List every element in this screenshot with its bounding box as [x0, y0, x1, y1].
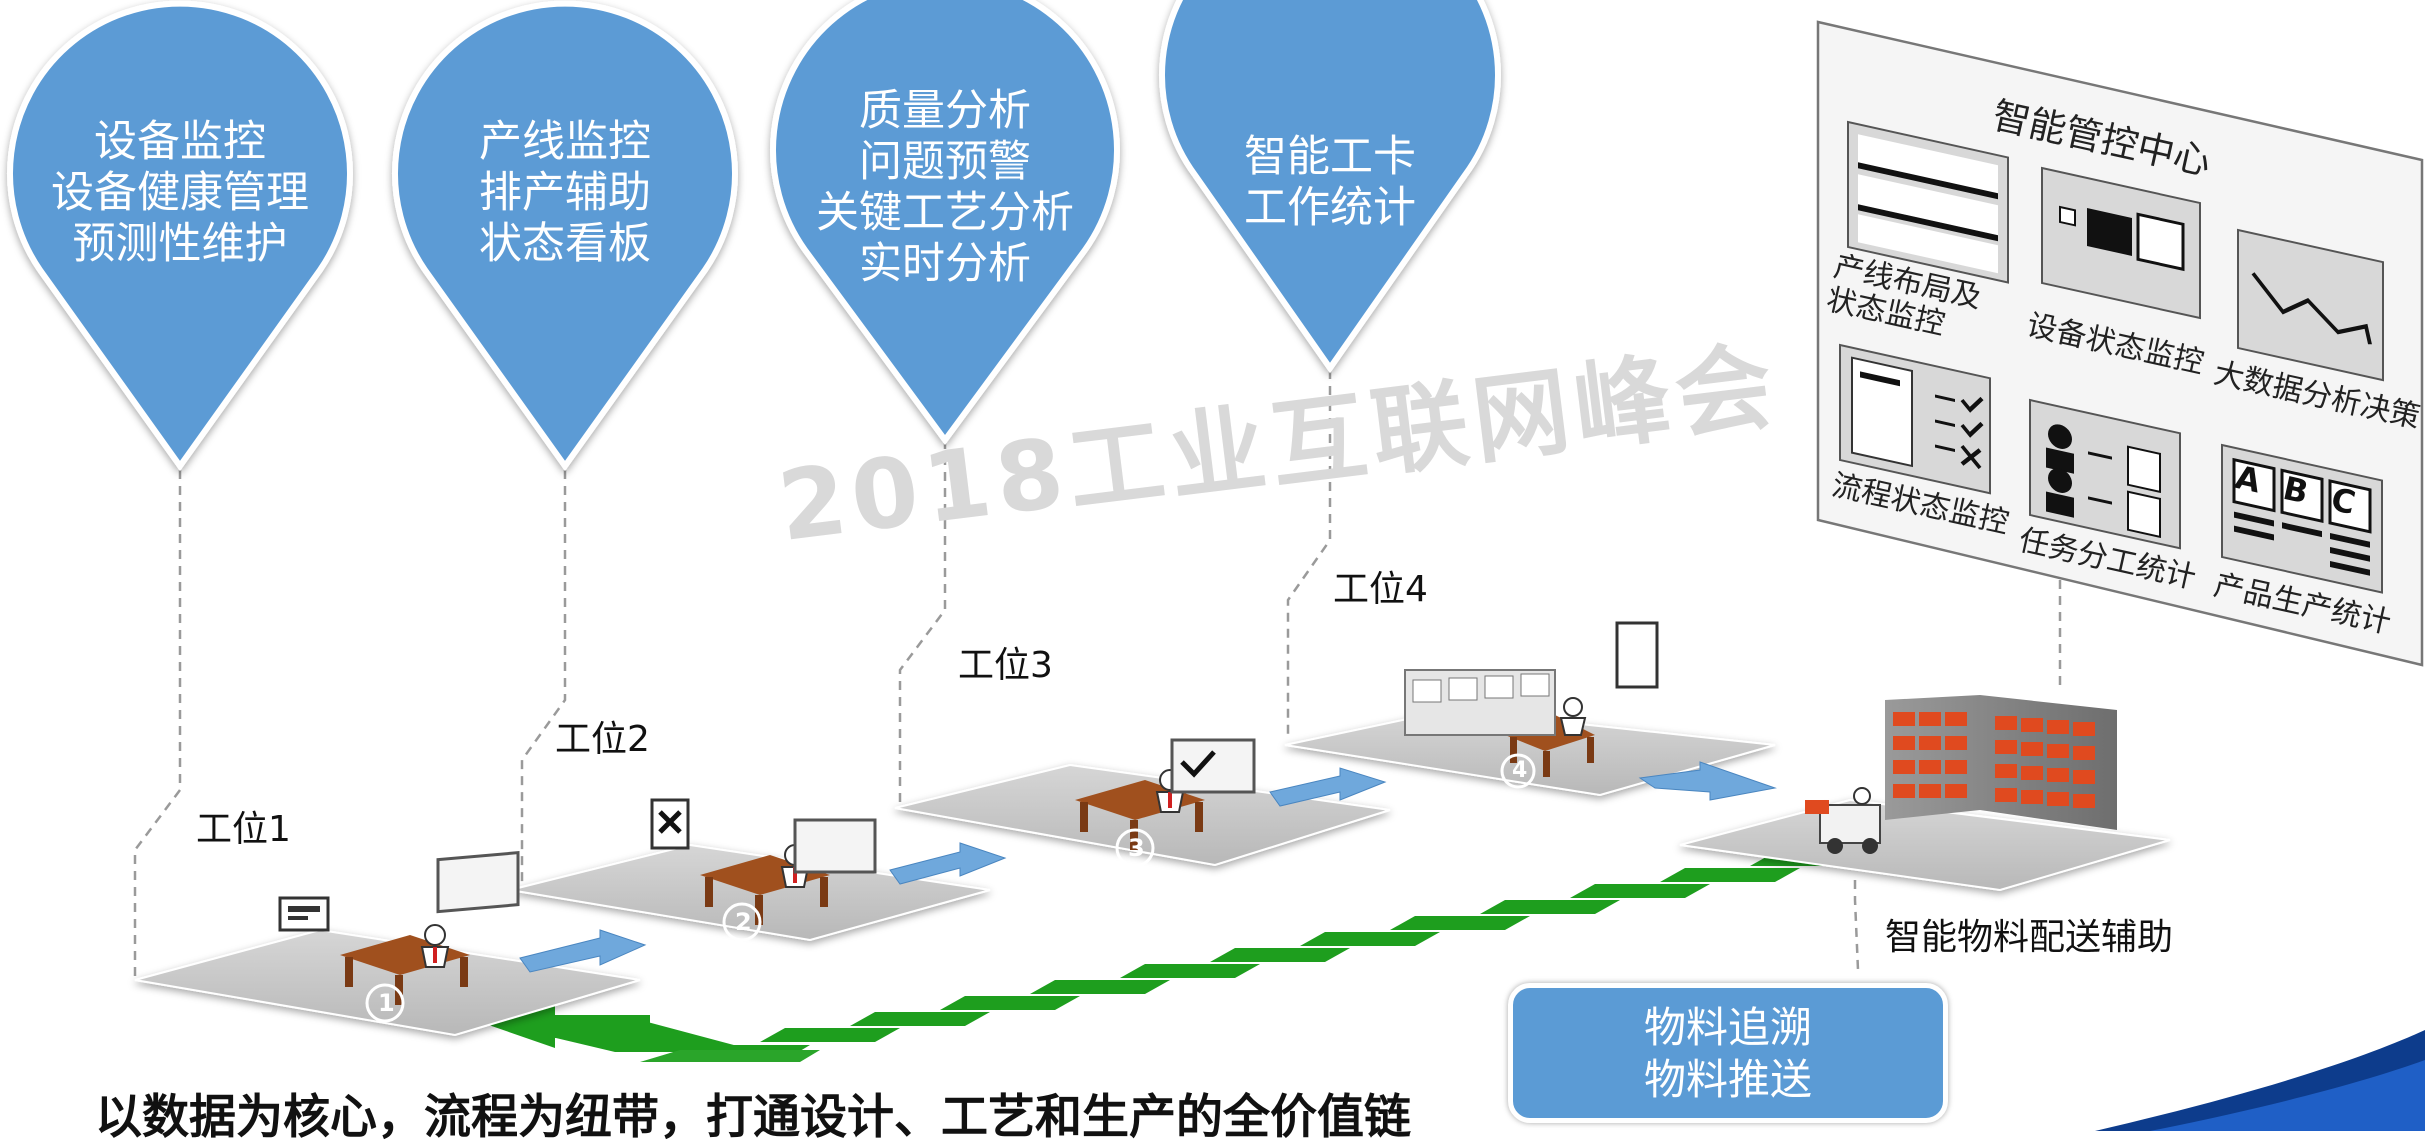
pins	[7, 0, 1501, 472]
material-box-line-2: 物料推送	[1643, 1055, 1812, 1104]
station-2-label: 工位2	[555, 719, 650, 760]
station-1-number: 1	[378, 989, 395, 1017]
material-box: 物料追溯 物料推送	[1508, 983, 1948, 1123]
dashed-connectors	[133, 370, 2062, 980]
control-center-panel	[1816, 20, 2424, 667]
bottom-caption: 以数据为核心，流程为纽带，打通设计、工艺和生产的全价值链	[95, 1090, 1411, 1145]
pin-4-text: 智能工卡 工作统计	[1165, 132, 1495, 234]
pin-3-line-3: 关键工艺分析	[816, 188, 1074, 238]
pin-3-line-2: 问题预警	[859, 137, 1031, 187]
station-3-label: 工位3	[958, 645, 1053, 686]
pin-3-text: 质量分析 问题预警 关键工艺分析 实时分析	[780, 86, 1110, 290]
station-4-label: 工位4	[1333, 569, 1428, 610]
platforms	[134, 708, 2171, 1037]
flow-arrows	[519, 761, 1777, 973]
pin-2-line-3: 状态看板	[479, 219, 651, 269]
pin-4	[1159, 0, 1501, 374]
pin-2	[392, 0, 738, 472]
workstations	[278, 621, 1659, 1005]
station-number-circles	[365, 753, 1536, 1023]
pin-1-line-2: 设备健康管理	[51, 168, 309, 218]
pin-3	[770, 0, 1120, 446]
warehouse-shelves	[1885, 695, 2117, 830]
station-1-label: 工位1	[196, 809, 291, 850]
cabinet-row	[1404, 669, 1556, 736]
pin-4-line-2: 工作统计	[1244, 183, 1416, 233]
pin-1-line-1: 设备监控	[94, 117, 266, 167]
station-4-number: 4	[1512, 758, 1528, 783]
pin-1-line-3: 预测性维护	[72, 219, 288, 269]
pin-3-line-1: 质量分析	[859, 86, 1031, 136]
pin-1-text: 设备监控 设备健康管理 预测性维护	[15, 117, 345, 270]
warehouse-label: 智能物料配送辅助	[1885, 917, 2174, 958]
pin-2-text: 产线监控 排产辅助 状态看板	[400, 117, 730, 270]
pin-4-line-1: 智能工卡	[1244, 132, 1416, 182]
station-2-number: 2	[735, 908, 752, 936]
material-box-line-1: 物料追溯	[1643, 1003, 1812, 1052]
pin-2-line-2: 排产辅助	[479, 168, 651, 218]
pin-2-line-1: 产线监控	[479, 117, 651, 167]
forklift	[1805, 787, 1881, 854]
station-3-number: 3	[1128, 834, 1145, 862]
pin-3-line-4: 实时分析	[859, 239, 1031, 289]
pin-1	[7, 0, 353, 472]
